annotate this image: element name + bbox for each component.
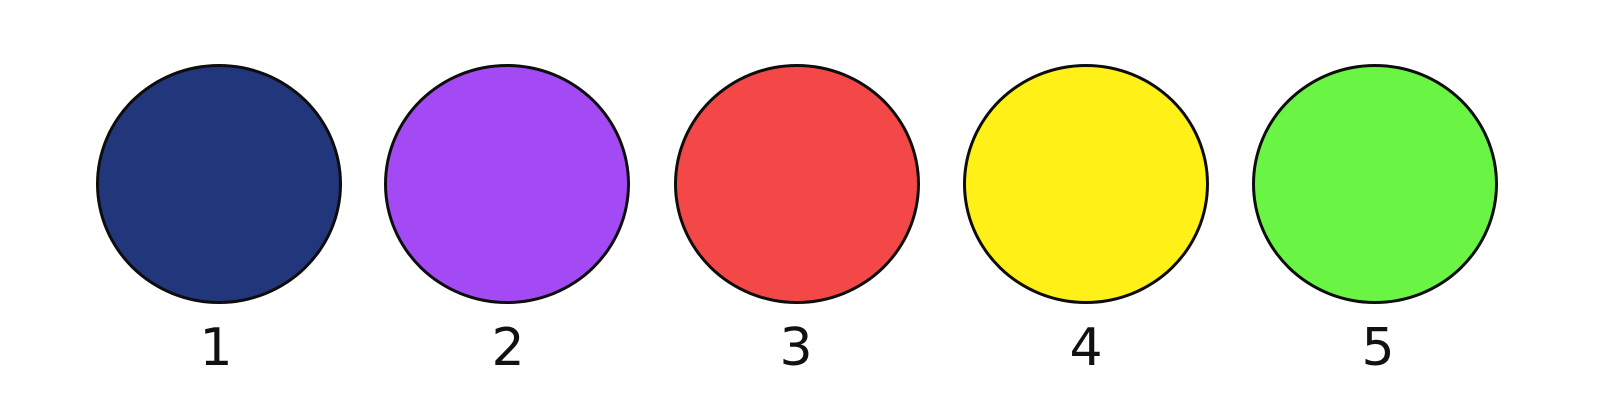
color-circle-1	[96, 64, 342, 304]
circle-label-3: 3	[779, 318, 813, 378]
circle-label-5: 5	[1361, 318, 1395, 378]
circle-fill-4	[963, 64, 1209, 304]
circle-label-2: 2	[491, 318, 525, 378]
circle-fill-2	[384, 64, 630, 304]
circle-label-4: 4	[1069, 318, 1103, 378]
circle-fill-3	[674, 64, 920, 304]
color-circle-3	[674, 64, 920, 304]
color-circle-2	[384, 64, 630, 304]
circle-label-1: 1	[199, 318, 233, 378]
circle-fill-1	[96, 64, 342, 304]
color-circle-5	[1252, 64, 1498, 304]
color-circle-4	[963, 64, 1209, 304]
circle-fill-5	[1252, 64, 1498, 304]
